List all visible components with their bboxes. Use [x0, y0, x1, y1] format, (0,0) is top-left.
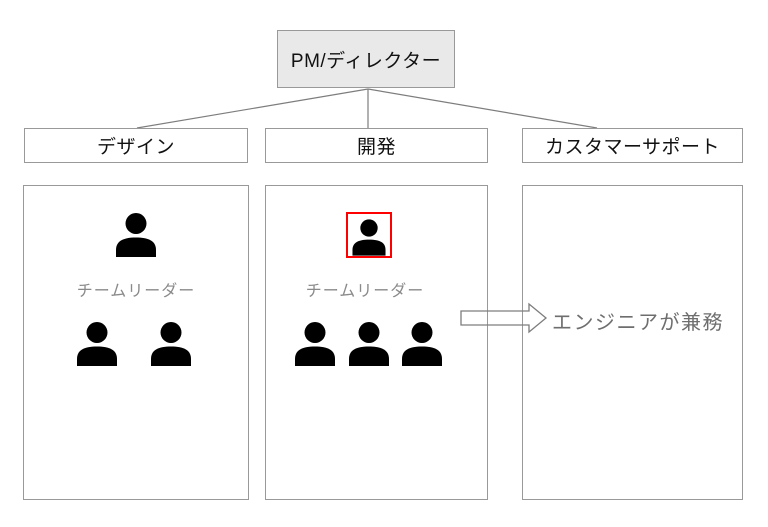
dept-header-dev: 開発 — [265, 128, 488, 163]
dept-header-customer-support-label: カスタマーサポート — [544, 137, 721, 158]
dept-header-design-label: デザイン — [96, 137, 175, 158]
leader-highlight-red-box — [346, 212, 392, 258]
dept-body-design: チームリーダー — [23, 185, 249, 500]
dept-body-customer-support — [522, 185, 743, 500]
dept-header-dev-label: 開発 — [356, 137, 396, 158]
dev-leader-label: チームリーダー — [305, 283, 425, 300]
root-node-pm-director: PM/ディレクター — [277, 30, 455, 88]
annotation-text: エンジニアが兼務 — [552, 312, 724, 334]
person-icon-member — [292, 322, 338, 366]
dept-header-customer-support: カスタマーサポート — [522, 128, 743, 163]
person-icon-member — [148, 322, 194, 366]
design-leader-label: チームリーダー — [76, 283, 196, 300]
person-icon-design-leader — [113, 213, 159, 257]
person-icon-member — [399, 322, 445, 366]
dept-header-design: デザイン — [24, 128, 248, 163]
person-icon-dev-leader — [350, 219, 388, 256]
dept-body-dev: チームリーダー — [265, 185, 488, 500]
person-icon-member — [346, 322, 392, 366]
person-icon-member — [74, 322, 120, 366]
root-node-label: PM/ディレクター — [290, 50, 442, 72]
